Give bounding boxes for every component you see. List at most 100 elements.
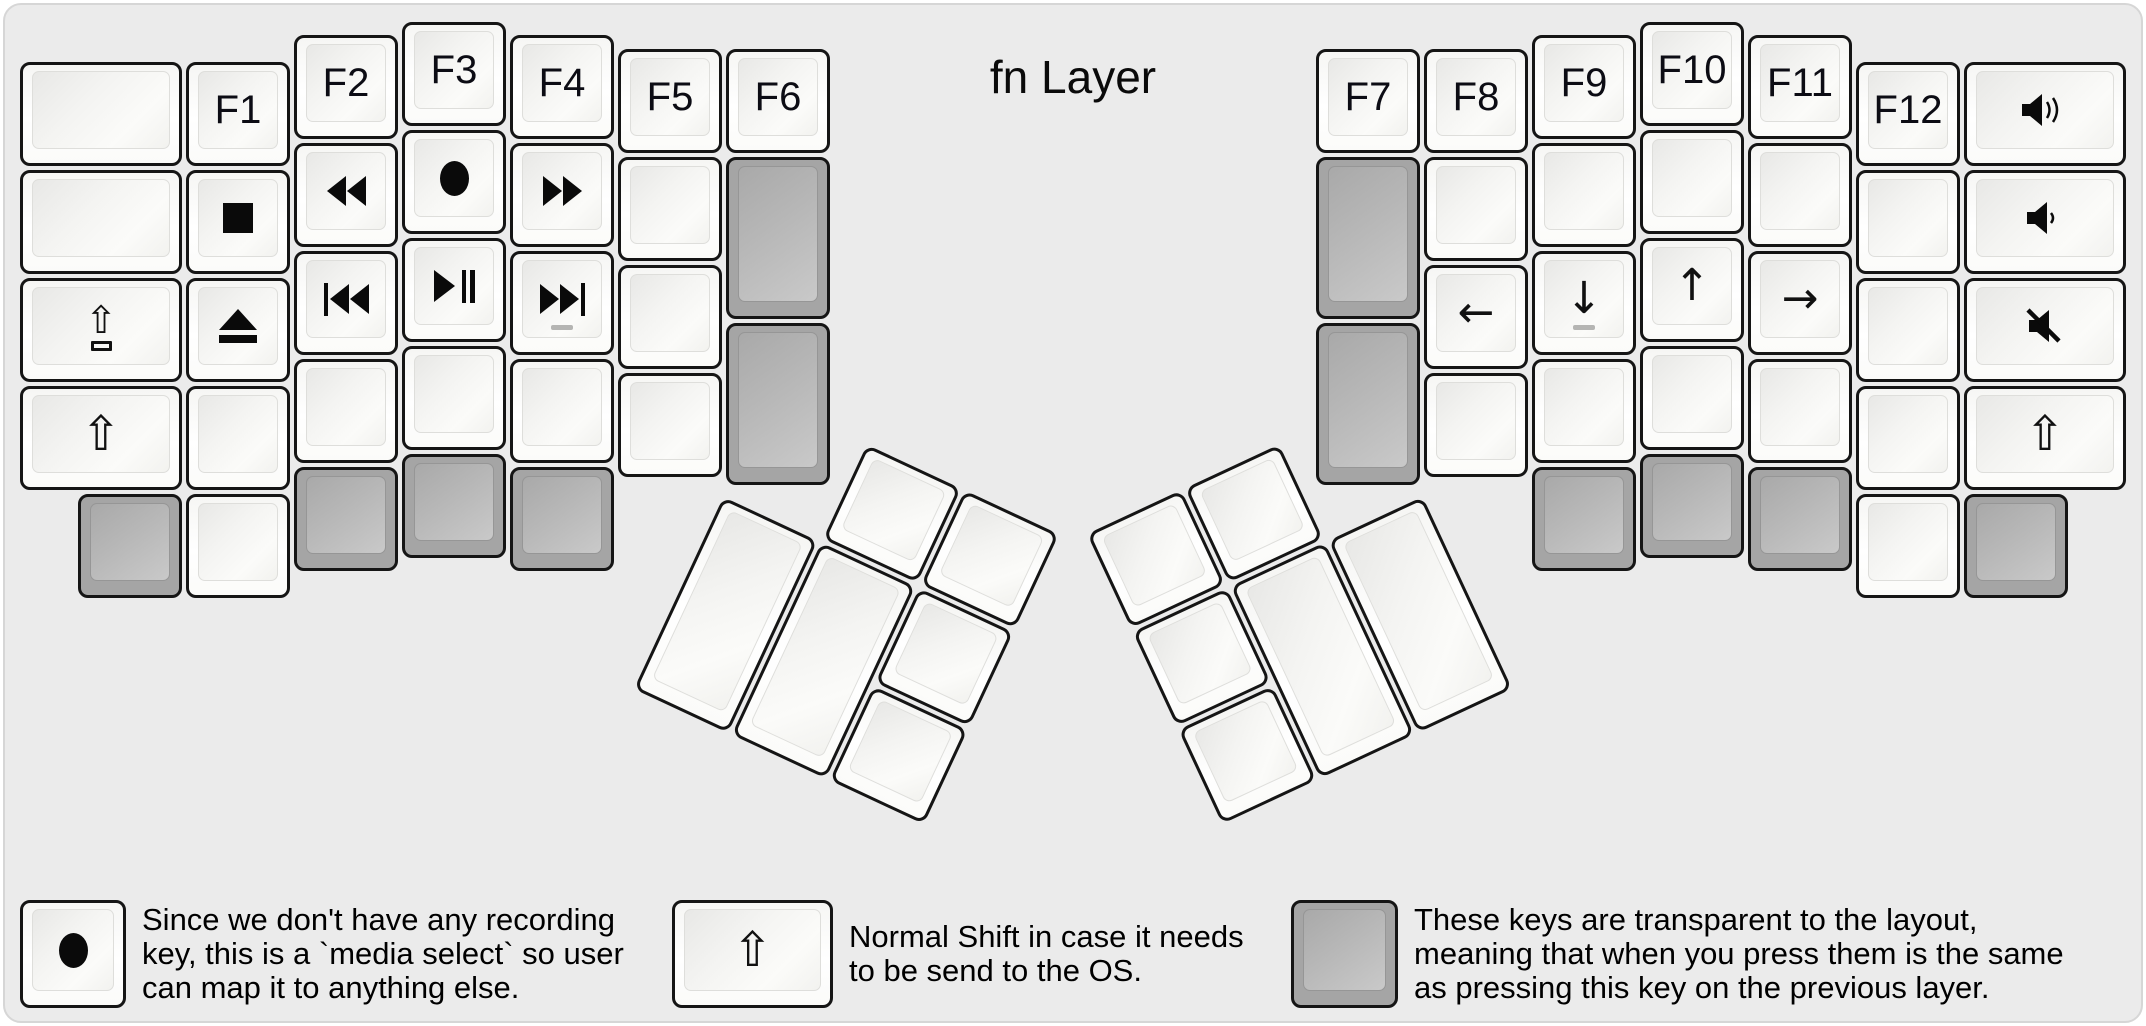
- keytop: [1976, 71, 2114, 149]
- legend-text-line: key, this is a `media select` so user: [142, 936, 624, 971]
- key-label: F7: [1344, 74, 1392, 119]
- key-blank: [186, 386, 290, 490]
- keytop: [738, 166, 818, 302]
- keytop: [630, 166, 710, 244]
- key-arrow-down: ↓: [1532, 251, 1636, 355]
- arrow-down-icon: ↓: [1565, 273, 1603, 324]
- key-transparent: [726, 157, 830, 319]
- keytop: [32, 909, 114, 991]
- legend-text: These keys are transparent to the layout…: [1414, 903, 2064, 1005]
- keytop: ↑: [1652, 247, 1732, 325]
- key-f8: F8: [1424, 49, 1528, 153]
- key-f1: F1: [186, 62, 290, 166]
- keytop: [522, 476, 602, 554]
- keytop: [522, 368, 602, 446]
- keytop: [306, 152, 386, 230]
- keytop: [198, 287, 278, 365]
- key-transparent: [726, 323, 830, 485]
- key-shift: ⇧: [1964, 386, 2126, 490]
- keytop: [1303, 909, 1386, 991]
- shift-icon: ⇧: [732, 922, 773, 978]
- key-blank: [1856, 494, 1960, 598]
- shift-icon: ⇧: [2024, 406, 2066, 462]
- keytop: [1192, 699, 1299, 804]
- keytop: F5: [630, 58, 710, 136]
- keytop: [1760, 476, 1840, 554]
- rewind-icon: [326, 176, 366, 206]
- key-f12: F12: [1856, 62, 1960, 166]
- key-eject: [186, 278, 290, 382]
- play-pause-icon: [433, 269, 475, 303]
- key-blank: [1640, 130, 1744, 234]
- keytop: [198, 395, 278, 473]
- keytop: [1544, 476, 1624, 554]
- key-transparent: [1748, 467, 1852, 571]
- keytop: [1760, 152, 1840, 230]
- key-label: F1: [214, 87, 262, 132]
- key-label: F8: [1452, 74, 1500, 119]
- key-previous-track: [294, 251, 398, 355]
- keytop: [306, 476, 386, 554]
- keytop: [306, 260, 386, 338]
- keytop: [1652, 139, 1732, 217]
- keytop: [198, 179, 278, 257]
- volume-up-icon: [2022, 94, 2059, 126]
- key-fast-forward: [510, 143, 614, 247]
- key-transparent: [510, 467, 614, 571]
- key-transparent: [1532, 467, 1636, 571]
- key-arrow-up: ↑: [1640, 238, 1744, 342]
- keytop: [1544, 152, 1624, 230]
- key-f7: F7: [1316, 49, 1420, 153]
- key-blank: [1856, 170, 1960, 274]
- keytop: F1: [198, 71, 278, 149]
- keytop: →: [1760, 260, 1840, 338]
- key-blank: [20, 62, 182, 166]
- key-caps-lock: ⇧: [20, 278, 182, 382]
- keytop: [630, 274, 710, 352]
- key-blank: [1640, 346, 1744, 450]
- keytop: [1976, 179, 2114, 257]
- legend-text-line: meaning that when you press them is the …: [1414, 936, 2064, 971]
- key-f11: F11: [1748, 35, 1852, 139]
- key-f2: F2: [294, 35, 398, 139]
- key-blank: [618, 373, 722, 477]
- key-blank: [294, 359, 398, 463]
- keytop: [630, 382, 710, 460]
- next-track-icon: [539, 282, 585, 316]
- keytop: ⇧: [684, 909, 821, 991]
- key-label: F6: [754, 74, 802, 119]
- keytop: F3: [414, 31, 494, 109]
- keytop: [1436, 166, 1516, 244]
- key-blank: [20, 170, 182, 274]
- keytop: ⇧: [32, 395, 170, 473]
- key-transparent: [1316, 157, 1420, 319]
- keytop: F11: [1760, 44, 1840, 122]
- keytop: ←: [1436, 274, 1516, 352]
- legend-key-sample: [20, 900, 126, 1008]
- key-blank: [186, 494, 290, 598]
- keytop: [1868, 179, 1948, 257]
- keytop: [1101, 503, 1208, 608]
- key-arrow-left: ←: [1424, 265, 1528, 369]
- keytop: [1760, 368, 1840, 446]
- key-label: F2: [322, 60, 370, 105]
- keytop: [306, 368, 386, 446]
- keytop: [1652, 355, 1732, 433]
- key-label: F4: [538, 60, 586, 105]
- shift-icon: ⇧: [80, 406, 122, 462]
- keytop: [1868, 503, 1948, 581]
- keytop: [938, 503, 1045, 609]
- key-label: F11: [1767, 60, 1833, 105]
- eject-icon: [219, 309, 257, 343]
- key-shift: ⇧: [672, 900, 833, 1008]
- page-title: fn Layer: [989, 51, 1157, 103]
- key-blank: [618, 265, 722, 369]
- key-blank: [1856, 278, 1960, 382]
- keytop: F8: [1436, 58, 1516, 136]
- key-transparent: [1291, 900, 1398, 1008]
- keytop: [198, 503, 278, 581]
